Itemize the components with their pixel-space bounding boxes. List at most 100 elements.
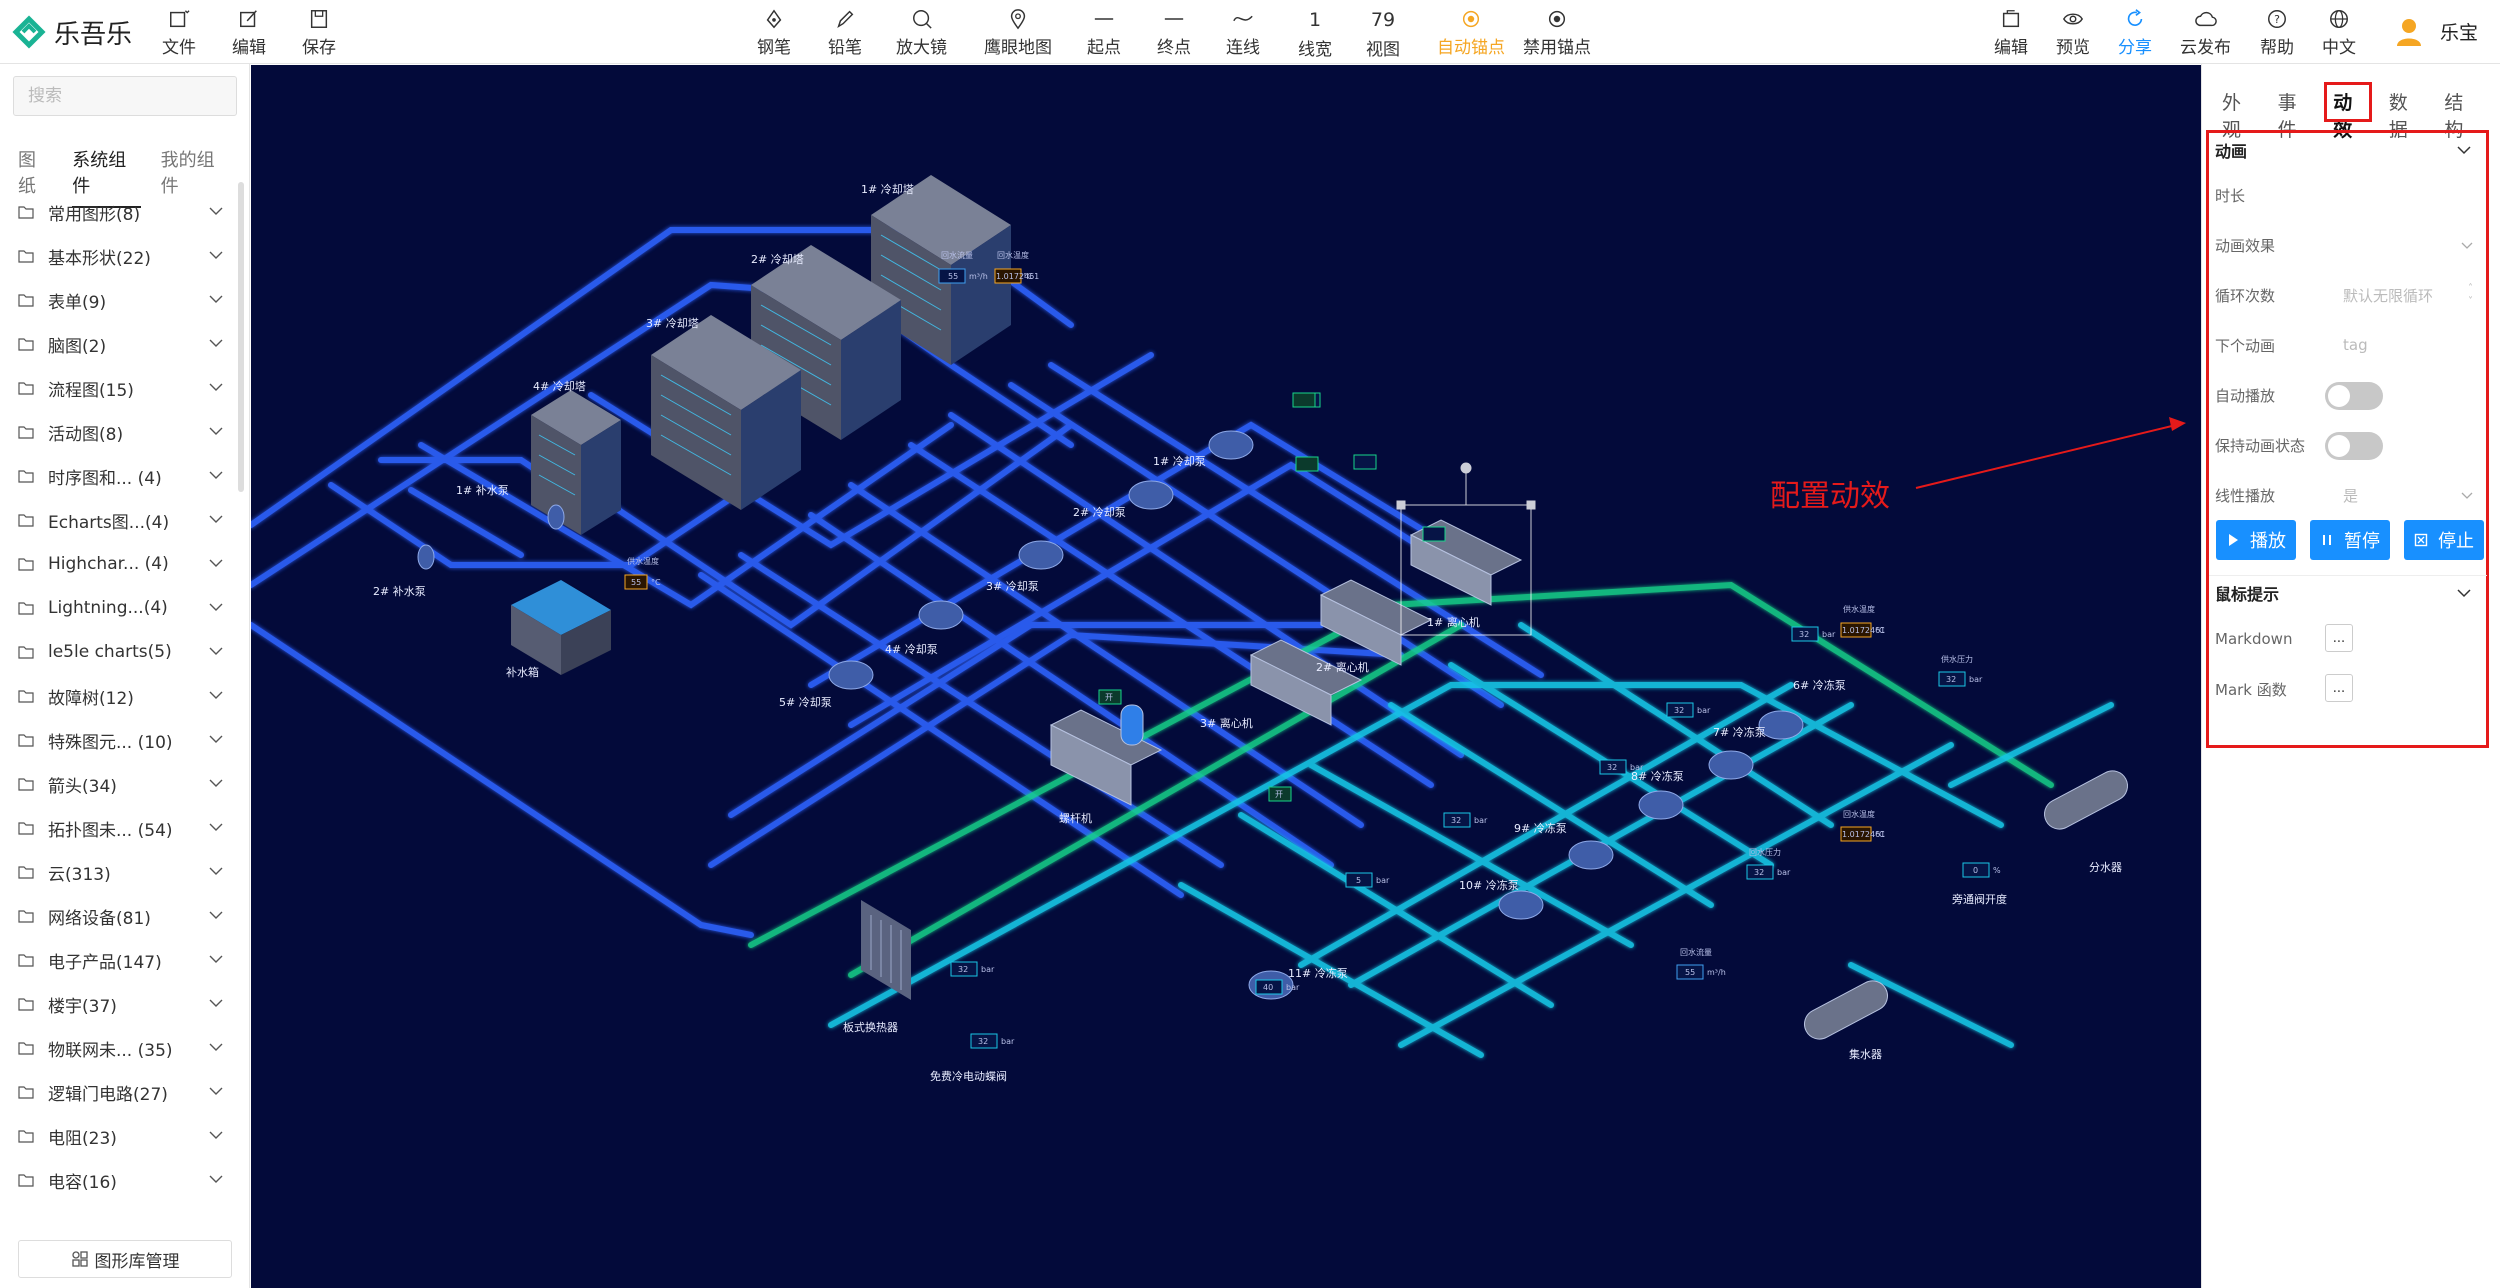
- next-animation-input[interactable]: tag: [2343, 336, 2368, 354]
- library-manage-button[interactable]: 图形库管理: [18, 1240, 232, 1278]
- effect-row[interactable]: 动画效果: [2215, 228, 2481, 262]
- sensor-readouts: 回水流量 55 m³/h 回水温度 1.0172461 °C 供水温度 55 °…: [624, 250, 2001, 1049]
- app-logo[interactable]: 乐吾乐: [12, 14, 132, 50]
- view-zoom-select[interactable]: 79 视图: [1366, 9, 1400, 60]
- autoplay-row: 自动播放: [2215, 378, 2481, 412]
- line-start-button[interactable]: 起点: [1087, 8, 1121, 58]
- chevron-down-icon: [209, 515, 223, 523]
- category-item[interactable]: Highchar... (4): [0, 542, 235, 586]
- eye-icon: [2062, 13, 2084, 25]
- play-button[interactable]: 播放: [2216, 520, 2296, 560]
- category-label: 表单(9): [48, 292, 107, 313]
- markdown-edit-button[interactable]: ...: [2325, 624, 2353, 652]
- category-item[interactable]: 电子产品(147): [0, 938, 235, 982]
- return-temp-label: 回水温度: [997, 250, 1029, 260]
- save-button[interactable]: 保存: [302, 8, 336, 58]
- category-item[interactable]: 电阻(23): [0, 1114, 235, 1158]
- category-item[interactable]: le5le charts(5): [0, 630, 235, 674]
- chevron-down-icon: [209, 1175, 223, 1183]
- loop-input[interactable]: 默认无限循环: [2343, 286, 2434, 305]
- magnifier-tool-button[interactable]: 放大镜: [896, 8, 947, 58]
- linear-row[interactable]: 线性播放 是: [2215, 478, 2481, 512]
- file-menu-button[interactable]: 文件: [162, 8, 196, 58]
- category-item[interactable]: 箭头(34): [0, 762, 235, 806]
- sidebar-tabs: 图纸 系统组件 我的组件: [18, 146, 249, 208]
- category-item[interactable]: 逻辑门电路(27): [0, 1070, 235, 1114]
- user-menu[interactable]: 乐宝: [2394, 16, 2478, 46]
- label-fpump10: 10# 冷冻泵: [1459, 878, 1519, 892]
- chevron-down-icon: [2461, 242, 2473, 249]
- tab-my-components[interactable]: 我的组件: [160, 150, 215, 197]
- supply-press-label: 供水压力: [1941, 654, 1973, 664]
- category-item[interactable]: 脑图(2): [0, 322, 235, 366]
- category-item[interactable]: 活动图(8): [0, 410, 235, 454]
- preview-button[interactable]: 预览: [2056, 8, 2090, 58]
- stop-button[interactable]: 停止: [2404, 520, 2484, 560]
- category-item[interactable]: 时序图和... (4): [0, 454, 235, 498]
- pen-tool-button[interactable]: 钢笔: [757, 8, 791, 58]
- chevron-down-icon: [209, 1087, 223, 1095]
- folder-icon: [18, 426, 34, 439]
- category-label: 流程图(15): [48, 380, 134, 401]
- pencil-tool-button[interactable]: 铅笔: [828, 8, 862, 58]
- help-button[interactable]: ? 帮助: [2260, 8, 2294, 58]
- category-item[interactable]: 特殊图元... (10): [0, 718, 235, 762]
- cloud-publish-button[interactable]: 云发布: [2180, 8, 2231, 58]
- line-width-value: 1: [1308, 9, 1322, 31]
- chevron-down-icon: [209, 295, 223, 303]
- autoplay-toggle[interactable]: [2325, 382, 2383, 410]
- edit-menu-button[interactable]: 编辑: [232, 8, 266, 58]
- edit-icon: [240, 10, 257, 28]
- tooltip-section-header[interactable]: 鼠标提示: [2215, 576, 2481, 610]
- stepper-icon[interactable]: ˄˅: [2468, 283, 2473, 307]
- category-item[interactable]: 故障树(12): [0, 674, 235, 718]
- category-item[interactable]: Lightning...(4): [0, 586, 235, 630]
- category-item[interactable]: 表单(9): [0, 278, 235, 322]
- label-tower1: 1# 冷却塔: [861, 183, 914, 196]
- label-makeup-tank: 补水箱: [506, 665, 539, 679]
- folder-icon: [18, 1174, 34, 1187]
- animation-section-header[interactable]: 动画: [2215, 133, 2481, 167]
- category-item[interactable]: 云(313): [0, 850, 235, 894]
- edit-mode-button[interactable]: 编辑: [1994, 8, 2028, 58]
- category-item[interactable]: 流程图(15): [0, 366, 235, 410]
- category-item[interactable]: 基本形状(22): [0, 234, 235, 278]
- label-makeup-pump1: 1# 补水泵: [456, 484, 509, 497]
- label-bypass: 旁通阀开度: [1952, 892, 2007, 906]
- tab-drawings[interactable]: 图纸: [18, 150, 36, 197]
- sidebar-scrollbar[interactable]: [238, 182, 244, 492]
- category-item[interactable]: 常用图形(8): [0, 190, 235, 234]
- line-start-icon: [1094, 18, 1114, 20]
- tab-structure[interactable]: 结构: [2444, 92, 2464, 141]
- svg-text:°C: °C: [1875, 830, 1885, 839]
- auto-anchor-button[interactable]: 自动锚点: [1437, 8, 1505, 58]
- category-item[interactable]: 拓扑图未... (54): [0, 806, 235, 850]
- pause-button[interactable]: 暂停: [2310, 520, 2390, 560]
- category-item[interactable]: 物联网未... (35): [0, 1026, 235, 1070]
- supply-temp-label: 供水温度: [627, 556, 659, 566]
- tab-system-components[interactable]: 系统组件: [72, 146, 141, 208]
- line-end-button[interactable]: 终点: [1157, 8, 1191, 58]
- category-item[interactable]: 网络设备(81): [0, 894, 235, 938]
- return-flow-value-2: 55: [1685, 968, 1695, 977]
- language-button[interactable]: 中文: [2322, 8, 2356, 58]
- label-collector: 集水器: [1849, 1047, 1882, 1061]
- category-label: Lightning...(4): [48, 598, 168, 618]
- keep-state-toggle[interactable]: [2325, 432, 2383, 460]
- folder-icon: [18, 910, 34, 923]
- line-width-select[interactable]: 1 线宽: [1298, 9, 1332, 60]
- share-button[interactable]: 分享: [2118, 8, 2152, 58]
- category-item[interactable]: Echarts图...(4): [0, 498, 235, 542]
- drawing-canvas[interactable]: 1# 冷却塔 2# 冷却塔 3# 冷却塔 4# 冷却塔 1# 补水泵 2# 补水…: [251, 65, 2201, 1288]
- disable-anchor-button[interactable]: 禁用锚点: [1523, 8, 1591, 58]
- category-label: 电阻(23): [48, 1128, 117, 1149]
- category-item[interactable]: 电容(16): [0, 1158, 235, 1202]
- search-input[interactable]: [13, 76, 237, 116]
- curve-icon: [1233, 15, 1253, 22]
- category-item[interactable]: 楼宇(37): [0, 982, 235, 1026]
- mark-function-edit-button[interactable]: ...: [2325, 674, 2353, 702]
- category-label: 脑图(2): [48, 336, 107, 357]
- connect-line-button[interactable]: 连线: [1226, 8, 1260, 58]
- component-sidebar: 图纸 系统组件 我的组件 常用图形(8)基本形状(22) 表单(9) 脑图(2) 流程…: [0, 64, 250, 1288]
- eagle-eye-map-button[interactable]: 鹰眼地图: [984, 8, 1052, 58]
